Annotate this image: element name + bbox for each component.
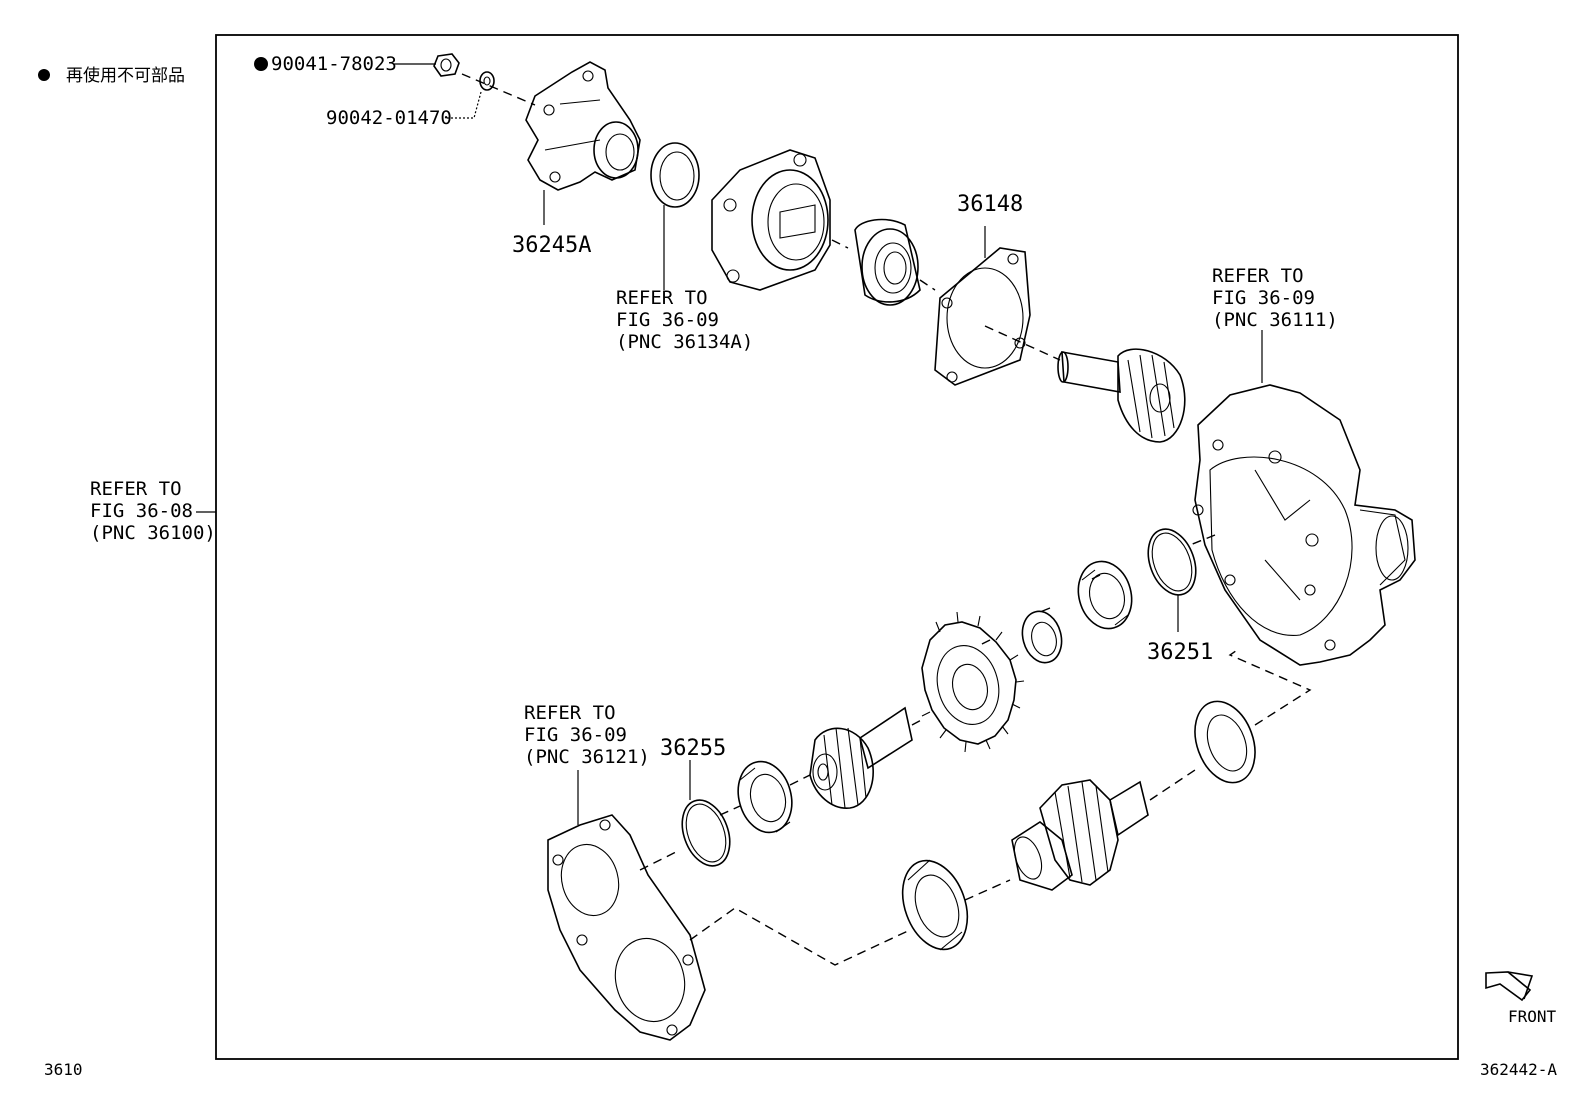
transfer-case-housing-part bbox=[1192, 384, 1416, 666]
label-90041-78023: 90041-78023 bbox=[271, 53, 397, 75]
ball-bearing-part bbox=[854, 218, 921, 306]
companion-flange-part bbox=[525, 61, 641, 191]
ref-36111-line1: REFER TO bbox=[1212, 265, 1304, 287]
axis-line bbox=[911, 717, 926, 726]
non-reusable-mark-icon bbox=[254, 57, 268, 71]
axis-line bbox=[461, 73, 536, 106]
axis-line bbox=[979, 534, 1216, 646]
ref-36121-line2: FIG 36-09 bbox=[524, 724, 627, 746]
legend-text: 再使用不可部品 bbox=[66, 65, 185, 86]
non-reusable-bullet-icon bbox=[38, 69, 50, 81]
ball-bearing-part bbox=[1077, 560, 1133, 630]
leader-line bbox=[447, 91, 482, 119]
ball-bearing-part bbox=[737, 760, 793, 834]
axis-line bbox=[984, 325, 1061, 361]
axis-line bbox=[964, 879, 1011, 901]
output-shaft-part bbox=[809, 706, 913, 809]
label-90042-01470: 90042-01470 bbox=[326, 107, 452, 129]
axis-line bbox=[919, 279, 936, 291]
ball-bearing-part bbox=[901, 859, 969, 951]
snap-ring-part bbox=[1147, 528, 1197, 596]
ref-36134A-line3: (PNC 36134A) bbox=[616, 331, 753, 353]
ref-36111-line2: FIG 36-09 bbox=[1212, 287, 1315, 309]
axis-line bbox=[831, 239, 849, 249]
ref-36100-line3: (PNC 36100) bbox=[90, 522, 216, 544]
snap-ring-part bbox=[681, 799, 731, 867]
rear-cover-part bbox=[547, 814, 706, 1041]
axis-line bbox=[1228, 647, 1312, 726]
page-number: 3610 bbox=[44, 1060, 83, 1079]
gasket-part bbox=[934, 247, 1031, 386]
figure-code: 362442-A bbox=[1480, 1060, 1557, 1079]
axis-line bbox=[719, 774, 811, 816]
ball-bearing-part bbox=[1194, 700, 1256, 784]
drive-pinion-part bbox=[1057, 348, 1186, 443]
label-36251: 36251 bbox=[1147, 640, 1213, 665]
axis-line bbox=[1149, 769, 1196, 801]
ref-36100-line1: REFER TO bbox=[90, 478, 182, 500]
axis-line bbox=[639, 849, 681, 871]
driven-gear-part bbox=[921, 611, 1025, 753]
ref-36121-line1: REFER TO bbox=[524, 702, 616, 724]
label-36245A: 36245A bbox=[512, 233, 591, 258]
retainer-housing-part bbox=[711, 149, 831, 291]
ref-36134A-line1: REFER TO bbox=[616, 287, 708, 309]
ref-36100-line2: FIG 36-08 bbox=[90, 500, 193, 522]
label-36148: 36148 bbox=[957, 192, 1023, 217]
ref-36111-line3: (PNC 36111) bbox=[1212, 309, 1338, 331]
ref-36121-line3: (PNC 36121) bbox=[524, 746, 650, 768]
front-label: FRONT bbox=[1508, 1007, 1557, 1026]
spacer-part bbox=[1021, 610, 1063, 664]
ref-36134A-line2: FIG 36-09 bbox=[616, 309, 719, 331]
axis-line bbox=[689, 907, 911, 966]
nut-part bbox=[433, 53, 460, 77]
diagram-frame bbox=[215, 34, 1459, 1060]
oil-seal-part bbox=[650, 142, 700, 208]
label-36255: 36255 bbox=[660, 736, 726, 761]
idler-gear-shaft-part bbox=[1011, 779, 1149, 891]
front-arrow-icon bbox=[1485, 971, 1534, 1002]
